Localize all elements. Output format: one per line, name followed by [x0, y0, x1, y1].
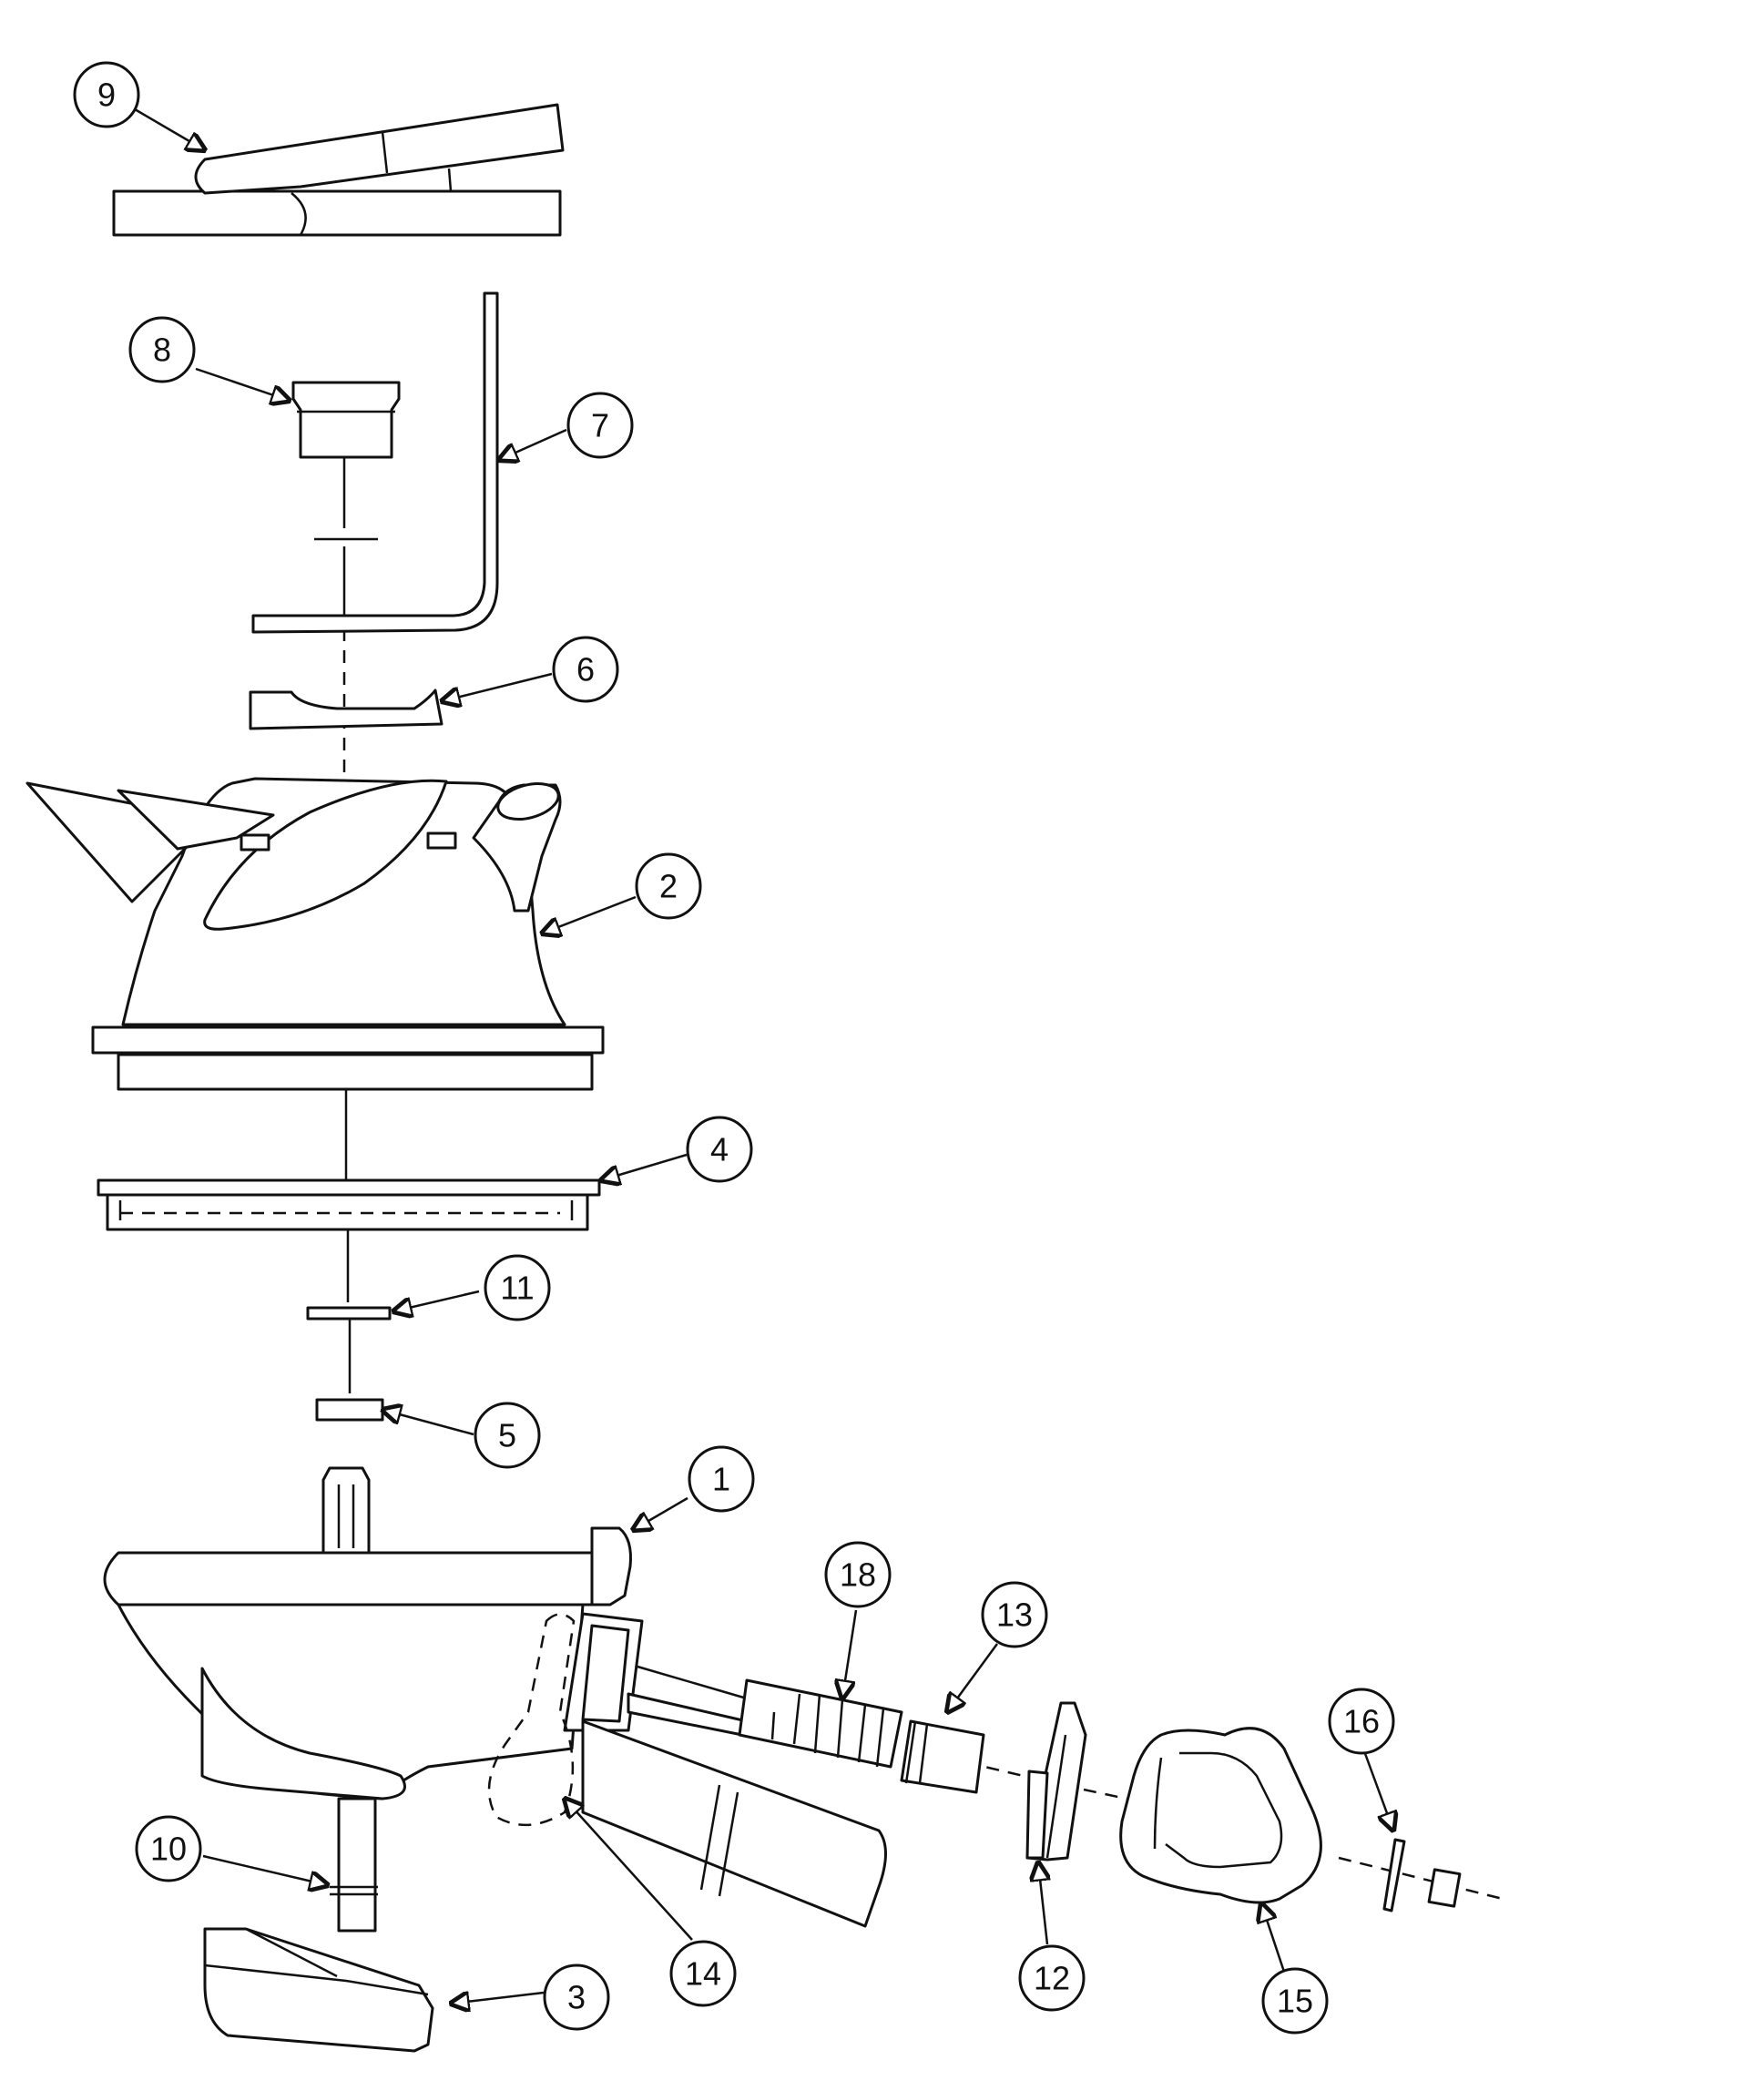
- part-7-rod: [251, 291, 499, 634]
- callout-9: 9: [73, 61, 140, 128]
- callout-11-label: 11: [500, 1270, 534, 1307]
- part-18-spring: [738, 1678, 903, 1769]
- callout-10-label: 10: [150, 1831, 187, 1868]
- callout-7-label: 7: [591, 407, 609, 444]
- leader-lines: [134, 107, 1393, 2004]
- callout-15-label: 15: [1277, 1983, 1313, 2020]
- callout-13-label: 13: [996, 1596, 1033, 1634]
- callout-7: 7: [566, 392, 634, 459]
- callout-3: 3: [543, 1964, 610, 2031]
- part-2-cover: [25, 777, 605, 1091]
- part-4-plate: [97, 1178, 601, 1231]
- callout-4: 4: [686, 1116, 753, 1183]
- callout-2-label: 2: [659, 868, 678, 905]
- callout-6: 6: [552, 636, 619, 703]
- center-axis: [314, 451, 378, 1393]
- callout-8-label: 8: [153, 332, 171, 369]
- callout-8: 8: [128, 316, 196, 383]
- callout-9-label: 9: [97, 76, 116, 114]
- callout-10: 10: [135, 1815, 202, 1882]
- part-13-bushing: [900, 1719, 985, 1794]
- callout-6-label: 6: [576, 651, 595, 688]
- part-8-cap: [291, 381, 401, 459]
- part-12-plate: [1025, 1701, 1087, 1862]
- callout-16-label: 16: [1343, 1703, 1380, 1740]
- base-stud: [321, 1466, 371, 1555]
- part-1-base: [103, 1526, 887, 1933]
- callout-18-label: 18: [840, 1556, 876, 1594]
- callout-14: 14: [669, 1940, 737, 2007]
- part-15-grip: [1119, 1727, 1322, 1904]
- callout-15: 15: [1261, 1967, 1329, 2035]
- part-16-pin: [1382, 1838, 1462, 1912]
- callout-2: 2: [635, 852, 702, 920]
- callout-12-label: 12: [1034, 1960, 1070, 1997]
- part-6-bracket: [249, 688, 444, 730]
- callout-4-label: 4: [710, 1131, 729, 1168]
- part-9-handle: [112, 103, 565, 237]
- part-5-nut: [315, 1398, 384, 1422]
- callout-11: 11: [484, 1254, 551, 1321]
- part-11-washer: [306, 1306, 392, 1321]
- callout-16: 16: [1328, 1688, 1395, 1755]
- callout-5: 5: [474, 1402, 541, 1469]
- callout-3-label: 3: [567, 1979, 586, 2016]
- callout-1-label: 1: [712, 1461, 730, 1498]
- callout-12: 12: [1018, 1944, 1086, 2012]
- callout-5-label: 5: [498, 1417, 516, 1454]
- callout-1: 1: [688, 1445, 755, 1513]
- part-3-foot: [203, 1927, 434, 2053]
- callout-18: 18: [824, 1541, 892, 1608]
- callout-13: 13: [981, 1581, 1048, 1648]
- callout-14-label: 14: [685, 1955, 721, 1993]
